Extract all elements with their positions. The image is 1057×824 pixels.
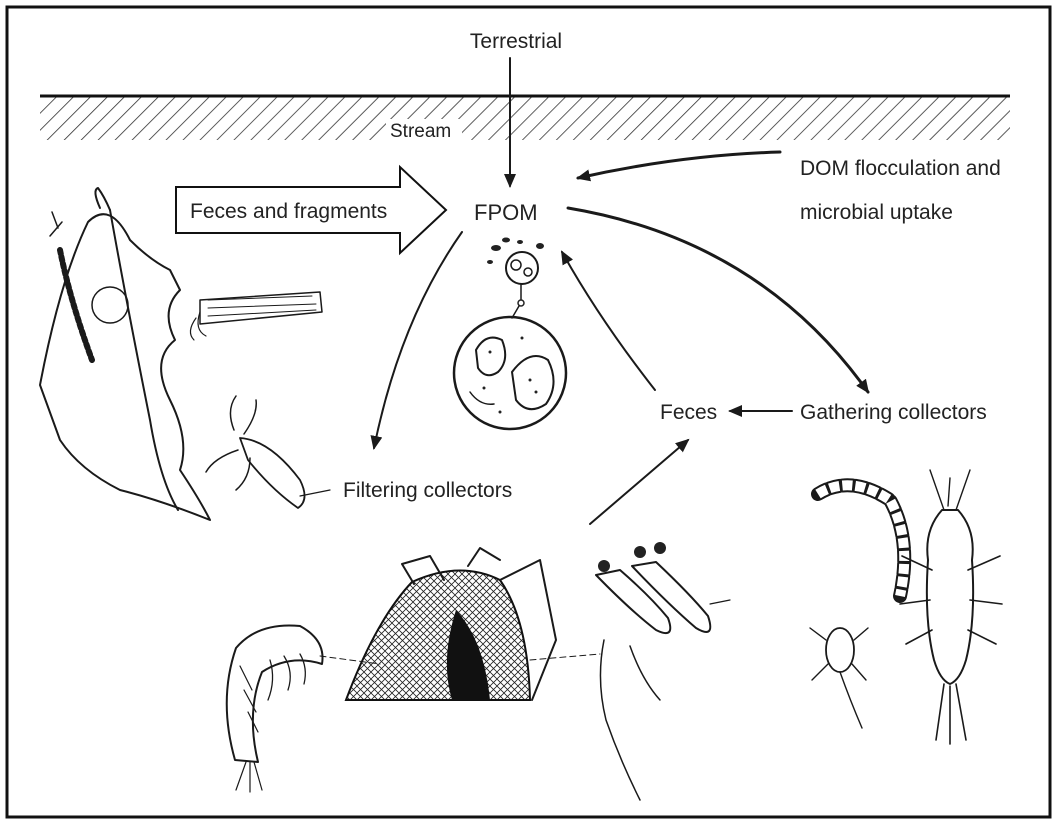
dom-label-line1: DOM flocculation and (800, 157, 1001, 180)
feces-fragments-label: Feces and fragments (190, 200, 387, 223)
feces-label: Feces (660, 401, 717, 424)
arrow-fpom-to-gathering (568, 208, 868, 392)
terrestrial-label: Terrestrial (470, 30, 562, 53)
arrow-feces-to-fpom (562, 252, 655, 390)
arrow-dom-to-fpom (578, 152, 780, 178)
feces-fragments-arrow: Feces and fragments (176, 167, 446, 253)
fpom-particle-illustration (454, 238, 566, 430)
filtering-collectors-label: Filtering collectors (343, 479, 512, 502)
filtering-collectors-illustration (227, 542, 730, 800)
gathering-collectors-label: Gathering collectors (800, 401, 987, 424)
arrow-filterers-to-feces (590, 440, 688, 524)
stream-surface (40, 96, 1010, 141)
fpom-label: FPOM (474, 200, 538, 225)
stream-label: Stream (390, 121, 451, 142)
shredder-leaf-illustration (40, 188, 330, 520)
arrow-fpom-to-filtering (374, 232, 462, 448)
gathering-collectors-illustration (810, 470, 1002, 744)
dom-label-line2: microbial uptake (800, 201, 953, 224)
